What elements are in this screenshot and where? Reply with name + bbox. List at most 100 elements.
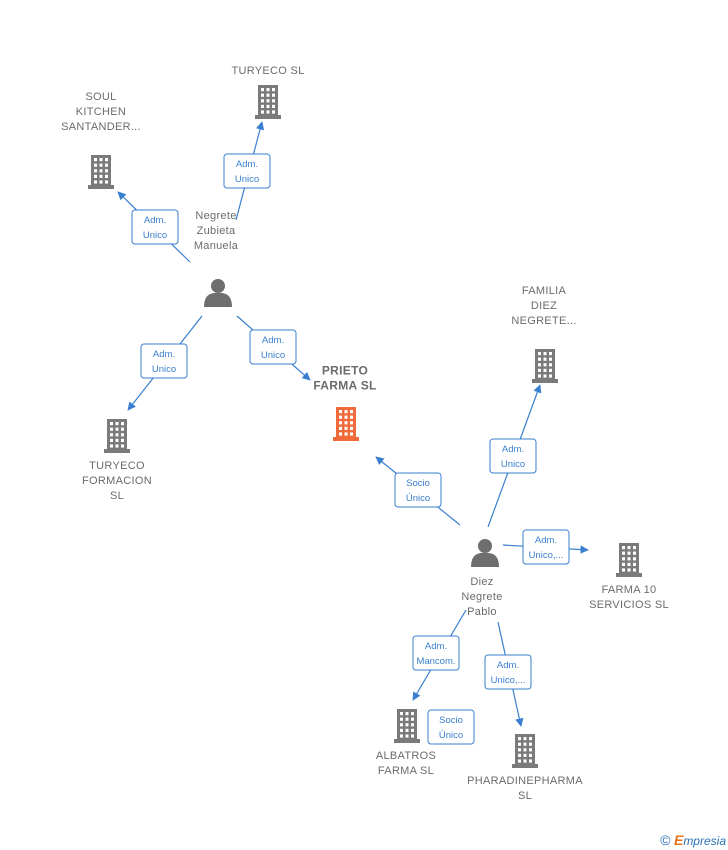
building-window [627, 546, 631, 550]
edge-label-line: Unico,... [529, 550, 564, 561]
building-window [350, 421, 353, 425]
edge-label-line: Socio [406, 478, 430, 489]
edge-label-line: Unico [143, 230, 167, 241]
building-window [121, 438, 124, 442]
building-window [633, 551, 636, 555]
building-window [518, 748, 521, 752]
person-icon[interactable] [204, 279, 232, 307]
edge-label-line: Único [439, 730, 463, 741]
edge-label-line: Unico [501, 459, 525, 470]
building-window [622, 562, 625, 566]
building-window [518, 753, 521, 757]
building-base [512, 764, 538, 768]
building-window [622, 551, 625, 555]
building-window [405, 734, 409, 738]
building-window [261, 99, 264, 103]
building-window [405, 712, 409, 716]
node-label-turyeco: TURYECO SL [231, 65, 304, 77]
building-window [633, 546, 636, 550]
building-window [99, 169, 103, 173]
company-building-icon[interactable] [616, 543, 642, 577]
node-label-farma10: FARMA 10 [602, 584, 657, 596]
building-window [627, 557, 631, 561]
edge-label-line: Único [406, 493, 430, 504]
building-window [272, 104, 275, 108]
building-window [261, 110, 264, 114]
building-window [272, 93, 275, 97]
building-window [411, 728, 414, 732]
building-window [272, 110, 275, 114]
building-window [549, 357, 552, 361]
building-window [538, 374, 541, 378]
building-window [549, 374, 552, 378]
node-label-soul: KITCHEN [76, 106, 126, 118]
company-building-icon[interactable] [104, 419, 130, 453]
building-window [115, 427, 119, 431]
building-window [400, 728, 403, 732]
building-window [94, 163, 97, 167]
node-label-negrete: Zubieta [197, 225, 236, 237]
building-window [110, 444, 113, 448]
company-building-icon[interactable] [532, 349, 558, 383]
brand-footer: © Empresia [660, 832, 726, 848]
building-window [350, 415, 353, 419]
node-label-familia: FAMILIA [522, 285, 567, 297]
node-label-familia: DIEZ [531, 300, 557, 312]
node-label-prieto: FARMA SL [313, 379, 376, 393]
person-icon[interactable] [471, 539, 499, 567]
edge-label-line: Socio [439, 715, 463, 726]
building-window [110, 422, 113, 426]
building-window [115, 422, 119, 426]
building-window [529, 737, 532, 741]
building-window [121, 422, 124, 426]
brand-logo-text: mpresia [683, 834, 726, 848]
building-window [339, 421, 342, 425]
building-window [344, 432, 348, 436]
building-window [99, 158, 103, 162]
main-company-building-icon[interactable] [333, 407, 359, 441]
building-base [616, 573, 642, 577]
node-turyeco[interactable]: TURYECO SL [231, 65, 304, 119]
building-window [94, 158, 97, 162]
building-window [261, 88, 264, 92]
brand-logo-initial: E [673, 832, 684, 848]
company-building-icon[interactable] [512, 734, 538, 768]
edge-label-diez-pharadine: Adm.Unico,... [484, 654, 532, 690]
node-label-turyeco_form: TURYECO [89, 460, 145, 472]
edge-label-negrete-soul: Adm.Unico [131, 209, 179, 245]
building-window [99, 180, 103, 184]
node-soul[interactable]: SOULKITCHENSANTANDER... [61, 91, 141, 189]
company-building-icon[interactable] [88, 155, 114, 189]
node-label-pharadine: PHARADINEPHARMA [467, 775, 583, 787]
building-window [543, 363, 547, 367]
building-window [622, 568, 625, 572]
building-window [115, 438, 119, 442]
building-window [543, 352, 547, 356]
building-window [523, 748, 527, 752]
building-window [266, 99, 270, 103]
building-window [110, 427, 113, 431]
building-window [543, 357, 547, 361]
company-building-icon[interactable] [394, 709, 420, 743]
building-window [350, 410, 353, 414]
building-window [538, 368, 541, 372]
building-window [115, 433, 119, 437]
edge-label-box [394, 472, 442, 508]
building-window [529, 742, 532, 746]
building-base [88, 185, 114, 189]
building-window [105, 158, 108, 162]
node-familia[interactable]: FAMILIADIEZNEGRETE... [511, 285, 576, 383]
building-window [411, 717, 414, 721]
edge-label-box [249, 329, 297, 365]
building-window [121, 444, 124, 448]
node-label-soul: SANTANDER... [61, 121, 141, 133]
edge-label-line: Adm. [236, 159, 258, 170]
company-building-icon[interactable] [255, 85, 281, 119]
